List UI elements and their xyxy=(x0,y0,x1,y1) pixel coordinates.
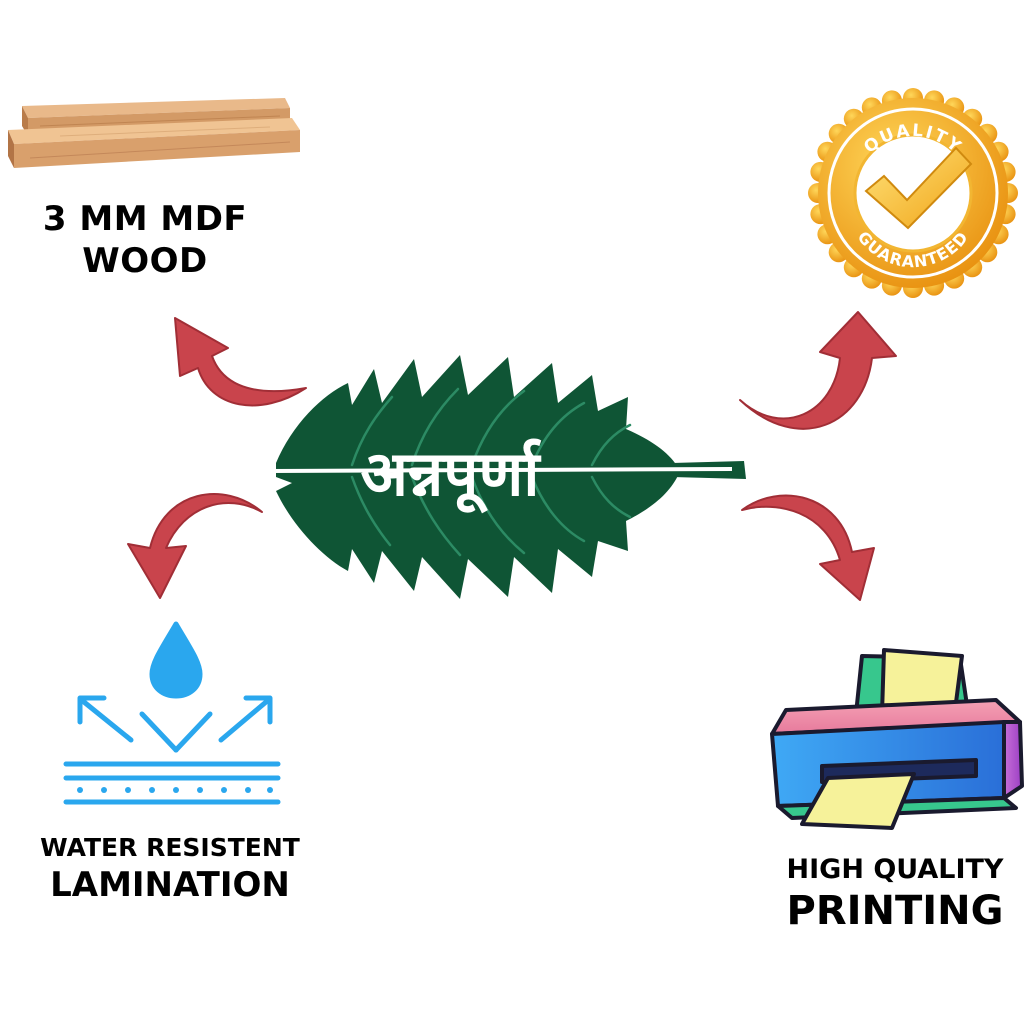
annapurna-leaf-logo: अन्नपूर्णा xyxy=(271,355,746,599)
arrow-to-quality xyxy=(739,311,897,430)
water-label-line1: WATER RESISTENT xyxy=(40,833,300,862)
printing-label-line1: HIGH QUALITY xyxy=(786,854,1004,885)
arrow-to-wood xyxy=(174,317,307,407)
quality-seal-icon: QUALITY GUARANTEED xyxy=(808,88,1018,298)
wood-label-line2: WOOD xyxy=(82,241,208,281)
water-label-line2: LAMINATION xyxy=(50,865,290,905)
wood-planks-icon xyxy=(8,98,300,168)
printer-icon xyxy=(770,648,1024,830)
water-drop-layers-icon xyxy=(63,621,281,805)
arrow-to-printer xyxy=(741,494,875,601)
wood-label-line1: 3 MM MDF xyxy=(42,199,248,239)
printing-label-line2: PRINTING xyxy=(786,888,1004,934)
wood-feature-label: 3 MM MDF WOOD xyxy=(20,198,270,282)
brand-name: अन्नपूर्णा xyxy=(361,437,542,514)
arrow-to-water xyxy=(127,493,263,599)
